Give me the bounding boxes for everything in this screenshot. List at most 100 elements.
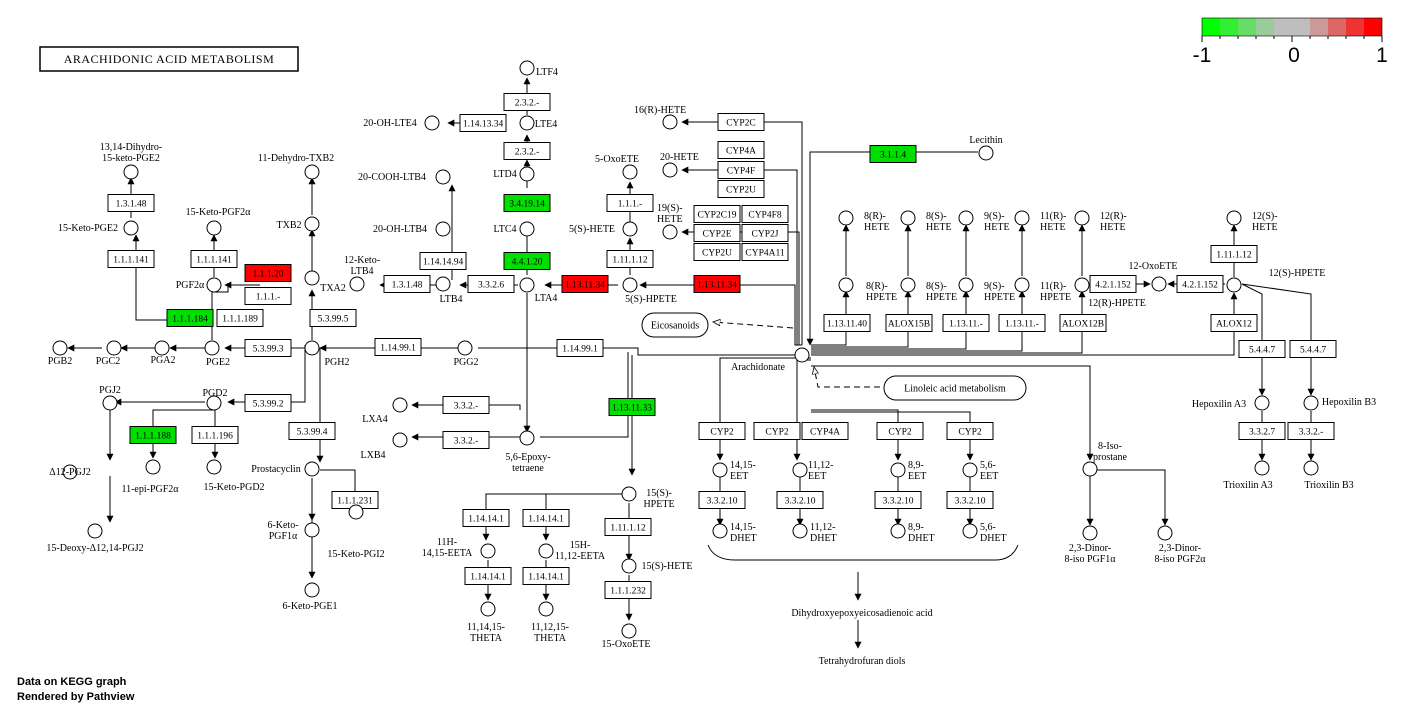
compound-node[interactable]: LTF4 — [519, 60, 558, 78]
compound-node[interactable]: 5(S)-HETE — [569, 221, 638, 237]
enzyme-node[interactable]: 3.3.2.- — [442, 431, 490, 449]
enzyme-node[interactable]: 4.2.1.152 — [1089, 275, 1137, 293]
enzyme-node[interactable]: ALOX12B — [1059, 314, 1107, 332]
enzyme-node[interactable]: 5.3.99.4 — [288, 422, 336, 440]
compound-node[interactable]: 8,9-DHET — [890, 522, 935, 544]
compound-node[interactable]: Lecithin — [969, 135, 1003, 161]
compound-node[interactable]: PGD2 — [202, 388, 228, 411]
compound-node[interactable]: 11-epi-PGF2α — [121, 459, 179, 495]
enzyme-node[interactable]: 1.13.11.40 — [823, 314, 871, 332]
enzyme-node[interactable]: 1.14.99.1 — [374, 338, 422, 356]
enzyme-node[interactable]: 1.1.1.196 — [191, 426, 239, 444]
enzyme-node[interactable]: 1.1.1.188 — [129, 426, 177, 444]
compound-node[interactable]: 9(S)-HPETE — [958, 277, 1015, 303]
compound-node[interactable]: 15-Deoxy-Δ12,14-PGJ2 — [46, 523, 144, 554]
compound-node[interactable]: LTC4 — [494, 221, 535, 237]
compound-node[interactable]: Trioxilin B3 — [1303, 460, 1354, 491]
compound-node[interactable]: 14,15-EET — [712, 460, 756, 482]
enzyme-node[interactable]: ALOX15B — [885, 314, 933, 332]
compound-node[interactable]: 2,3-Dinor-8-iso PGF2α — [1154, 525, 1206, 565]
enzyme-node[interactable]: 3.3.2.- — [1287, 422, 1335, 440]
enzyme-node[interactable]: CYP2J — [741, 224, 789, 242]
compound-node[interactable]: 11-Dehydro-TXB2 — [258, 153, 334, 180]
compound-node[interactable]: 5,6-EET — [962, 460, 998, 482]
compound-node[interactable]: 5(S)-HPETE — [622, 277, 677, 305]
compound-node[interactable]: 15H-11,12-EETA — [538, 540, 606, 562]
compound-node[interactable]: 5-OxoETE — [595, 154, 639, 180]
compound-node[interactable]: LXA4 — [362, 397, 408, 425]
enzyme-node[interactable]: 5.4.4.7 — [1289, 340, 1337, 358]
compound-node[interactable]: LTD4 — [493, 166, 535, 182]
enzyme-node[interactable]: 4.2.1.152 — [1176, 275, 1224, 293]
enzyme-node[interactable]: 1.1.1.- — [244, 287, 292, 305]
enzyme-node[interactable]: 1.14.14.1 — [522, 509, 570, 527]
compound-node[interactable]: LXB4 — [361, 432, 408, 461]
compound-node[interactable]: 13,14-Dihydro-15-keto-PGE2 — [100, 142, 163, 180]
compound-node[interactable]: 15-Keto-PGF2α — [186, 207, 251, 236]
compound-node[interactable]: 15-Keto-PGI2 — [327, 504, 385, 560]
compound-node[interactable]: 16(R)-HETE — [634, 105, 686, 130]
enzyme-node[interactable]: 4.4.1.20 — [503, 252, 551, 270]
compound-node[interactable]: Hepoxilin B3 — [1303, 395, 1376, 411]
compound-node[interactable]: 8,9-EET — [890, 460, 926, 482]
compound-node[interactable]: LTE4 — [519, 115, 557, 131]
enzyme-node[interactable]: 1.11.1.12 — [1210, 245, 1258, 263]
map-link-node[interactable]: Linoleic acid metabolism — [883, 375, 1027, 401]
enzyme-node[interactable]: 3.3.2.10 — [946, 491, 994, 509]
compound-node[interactable]: Hepoxilin A3 — [1192, 395, 1270, 411]
enzyme-node[interactable]: 1.1.1.232 — [604, 581, 652, 599]
compound-node[interactable]: 2,3-Dinor-8-iso PGF1α — [1064, 525, 1116, 565]
enzyme-node[interactable]: 5.4.4.7 — [1238, 340, 1286, 358]
compound-node[interactable]: 11,12-EET — [792, 460, 833, 482]
enzyme-node[interactable]: CYP2U — [717, 180, 765, 198]
enzyme-node[interactable]: 3.3.2.7 — [1238, 422, 1286, 440]
enzyme-node[interactable]: 1.14.14.1 — [522, 567, 570, 585]
compound-node[interactable]: 19(S)-HETE — [657, 203, 683, 240]
enzyme-node[interactable]: 1.1.1.- — [606, 194, 654, 212]
compound-node[interactable]: 20-HETE — [660, 152, 699, 178]
compound-node[interactable]: 6-Keto-PGE1 — [283, 582, 338, 612]
enzyme-node[interactable]: 3.3.2.10 — [874, 491, 922, 509]
compound-node[interactable]: Prostacyclin — [251, 461, 320, 477]
compound-node[interactable]: Trioxilin A3 — [1223, 460, 1273, 491]
enzyme-node[interactable]: 1.13.11.33 — [608, 398, 656, 416]
compound-node[interactable]: 15-Keto-PGD2 — [203, 459, 265, 493]
enzyme-node[interactable]: 1.14.14.94 — [419, 252, 467, 270]
compound-node[interactable]: Δ12-PGJ2 — [49, 464, 91, 480]
enzyme-node[interactable]: 3.3.2.- — [442, 396, 490, 414]
compound-node[interactable]: 8-Iso-prostane — [1082, 441, 1127, 477]
enzyme-node[interactable]: 1.14.13.34 — [459, 114, 507, 132]
enzyme-node[interactable]: CYP4F — [717, 161, 765, 179]
enzyme-node[interactable]: CYP4A — [801, 422, 849, 440]
enzyme-node[interactable]: CYP2 — [946, 422, 994, 440]
enzyme-node[interactable]: CYP2U — [693, 243, 741, 261]
enzyme-node[interactable]: 1.14.99.1 — [556, 339, 604, 357]
compound-node[interactable]: PGE2 — [204, 340, 230, 368]
compound-node[interactable]: 8(R)-HETE — [838, 210, 890, 233]
compound-node[interactable]: TXA2 — [304, 270, 346, 294]
compound-node[interactable]: PGA2 — [150, 340, 176, 366]
enzyme-node[interactable]: CYP2 — [753, 422, 801, 440]
compound-node[interactable]: 11,12,15-THETA — [531, 601, 569, 644]
enzyme-node[interactable]: 1.11.1.12 — [606, 250, 654, 268]
enzyme-node[interactable]: 1.13.11.34 — [561, 275, 609, 293]
compound-node[interactable]: 11H-14,15-EETA — [422, 537, 496, 559]
compound-node[interactable]: 14,15-DHET — [712, 522, 757, 544]
compound-node[interactable]: 12(R)-HETE — [1074, 210, 1127, 233]
compound-node[interactable]: 5,6-Epoxy-tetraene — [505, 430, 551, 474]
compound-node[interactable]: LTA4 — [519, 277, 557, 304]
enzyme-node[interactable]: 1.14.14.1 — [462, 509, 510, 527]
compound-node[interactable]: 6-Keto-PGF1α — [267, 520, 320, 542]
enzyme-node[interactable]: CYP2C — [717, 113, 765, 131]
compound-node[interactable]: PGH2 — [304, 340, 350, 368]
compound-node[interactable]: LTB4 — [435, 276, 462, 305]
compound-node[interactable]: 15-OxoETE — [602, 623, 651, 650]
compound-node[interactable]: 15-Keto-PGE2 — [58, 220, 139, 236]
compound-node[interactable]: 9(S)-HETE — [958, 210, 1010, 233]
compound-node[interactable]: 11,14,15-THETA — [467, 601, 505, 644]
compound-node[interactable]: PGB2 — [48, 340, 72, 367]
enzyme-node[interactable]: CYP2E — [693, 224, 741, 242]
compound-node[interactable]: 11(R)-HPETE — [1014, 277, 1071, 303]
enzyme-node[interactable]: 5.3.99.3 — [244, 339, 292, 357]
enzyme-node[interactable]: 3.3.2.10 — [776, 491, 824, 509]
